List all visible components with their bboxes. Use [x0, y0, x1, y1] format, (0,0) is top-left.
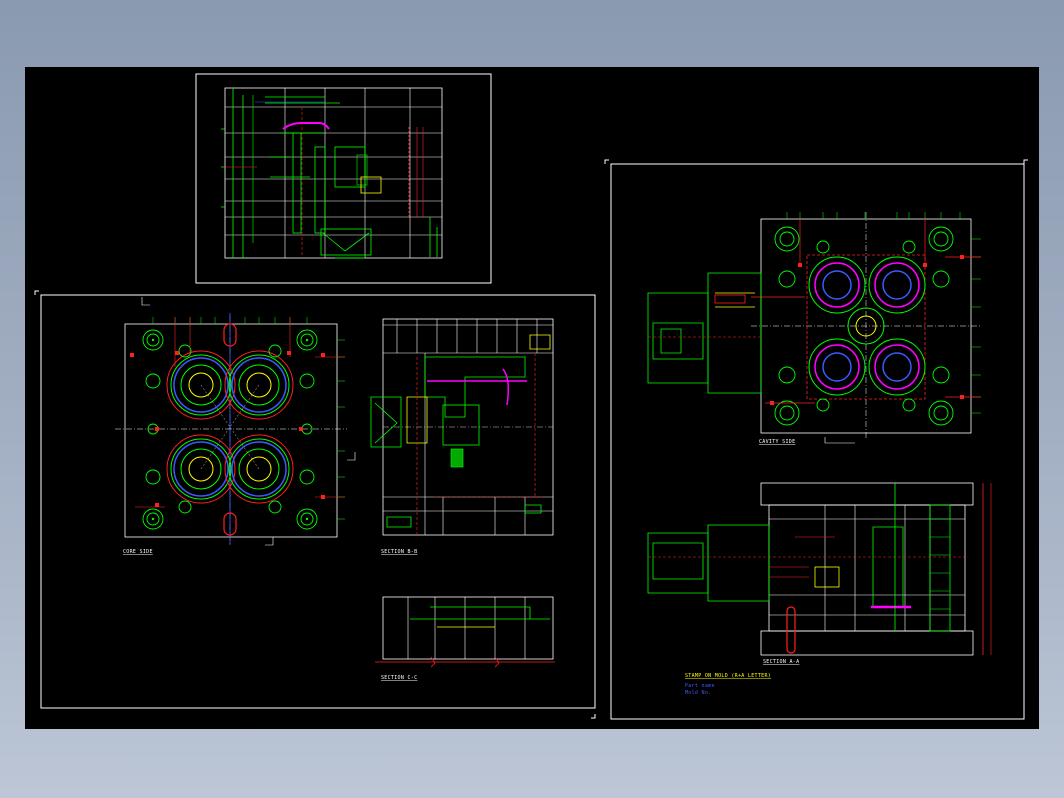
top-section-view	[221, 87, 443, 259]
cavity-sheet-frame	[610, 163, 1025, 720]
stamp-note-title: STAMP ON MOLD (R+A LETTER)	[685, 673, 771, 679]
section-a-view: SECTION A-A	[647, 482, 992, 665]
section-a-caption: SECTION A-A	[763, 659, 799, 665]
stamp-note-part: Part name	[685, 683, 715, 689]
core-side-caption: CORE SIDE	[123, 549, 153, 555]
cad-viewport[interactable]: CORE SIDE SECTION B-B	[25, 67, 1039, 729]
section-c-caption: SECTION C-C	[381, 675, 417, 681]
stamp-note-mold: Mold No.	[685, 690, 711, 696]
section-c-view: SECTION C-C	[375, 596, 555, 681]
cavity-side-view: CAVITY SIDE	[647, 212, 981, 445]
drawing-canvas[interactable]: CORE SIDE SECTION B-B	[25, 67, 1039, 729]
core-sheet-frame	[40, 294, 596, 709]
core-side-view: CORE SIDE	[115, 297, 356, 555]
sheet-corner-marks	[34, 159, 1028, 719]
top-detail-frame	[195, 73, 492, 284]
section-b-view: SECTION B-B	[370, 318, 554, 555]
section-b-caption: SECTION B-B	[381, 549, 417, 555]
cavity-side-caption: CAVITY SIDE	[759, 439, 795, 445]
stamp-notes: STAMP ON MOLD (R+A LETTER) Part name Mol…	[685, 673, 771, 696]
